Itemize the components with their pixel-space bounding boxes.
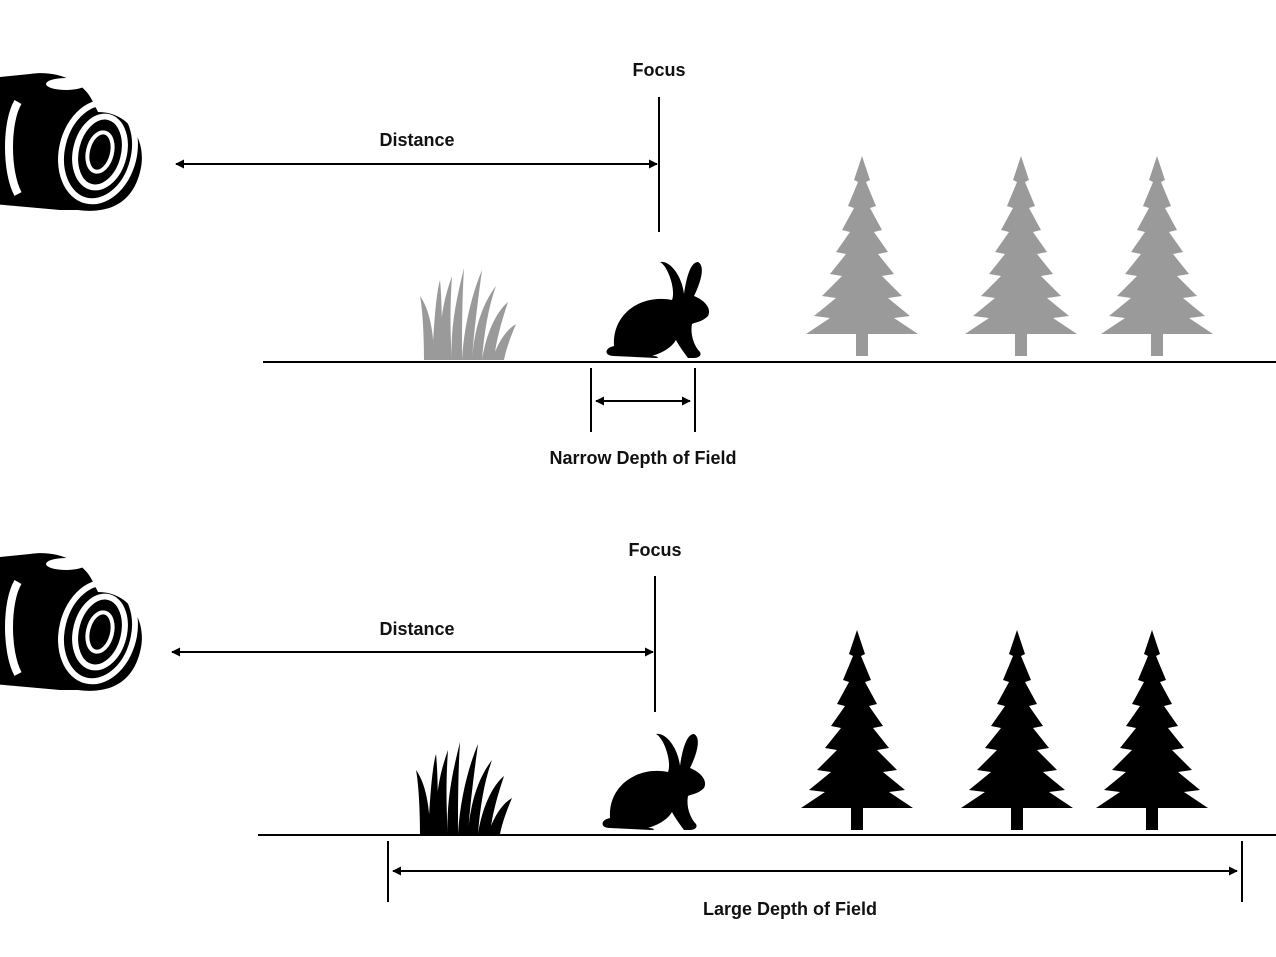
distance-label: Distance (379, 130, 454, 150)
focus-label: Focus (628, 540, 681, 560)
panel-narrow: Focus Distance Narrow Depth of Field (0, 60, 1276, 468)
rabbit-icon (602, 733, 706, 830)
camera-icon (0, 73, 145, 211)
pine-tree-icon (801, 630, 913, 830)
panel-large: Focus Distance Large Depth of Field (0, 540, 1276, 919)
pine-tree-icon (806, 156, 918, 356)
camera-icon (0, 553, 145, 691)
grass-icon (420, 268, 516, 360)
depth-of-field-label: Narrow Depth of Field (549, 448, 736, 468)
pine-tree-icon (965, 156, 1077, 356)
depth-of-field-label: Large Depth of Field (703, 899, 877, 919)
focus-label: Focus (632, 60, 685, 80)
rabbit-icon (606, 261, 710, 358)
pine-tree-icon (961, 630, 1073, 830)
distance-label: Distance (379, 619, 454, 639)
pine-tree-icon (1101, 156, 1213, 356)
pine-tree-icon (1096, 630, 1208, 830)
grass-icon (416, 742, 512, 834)
